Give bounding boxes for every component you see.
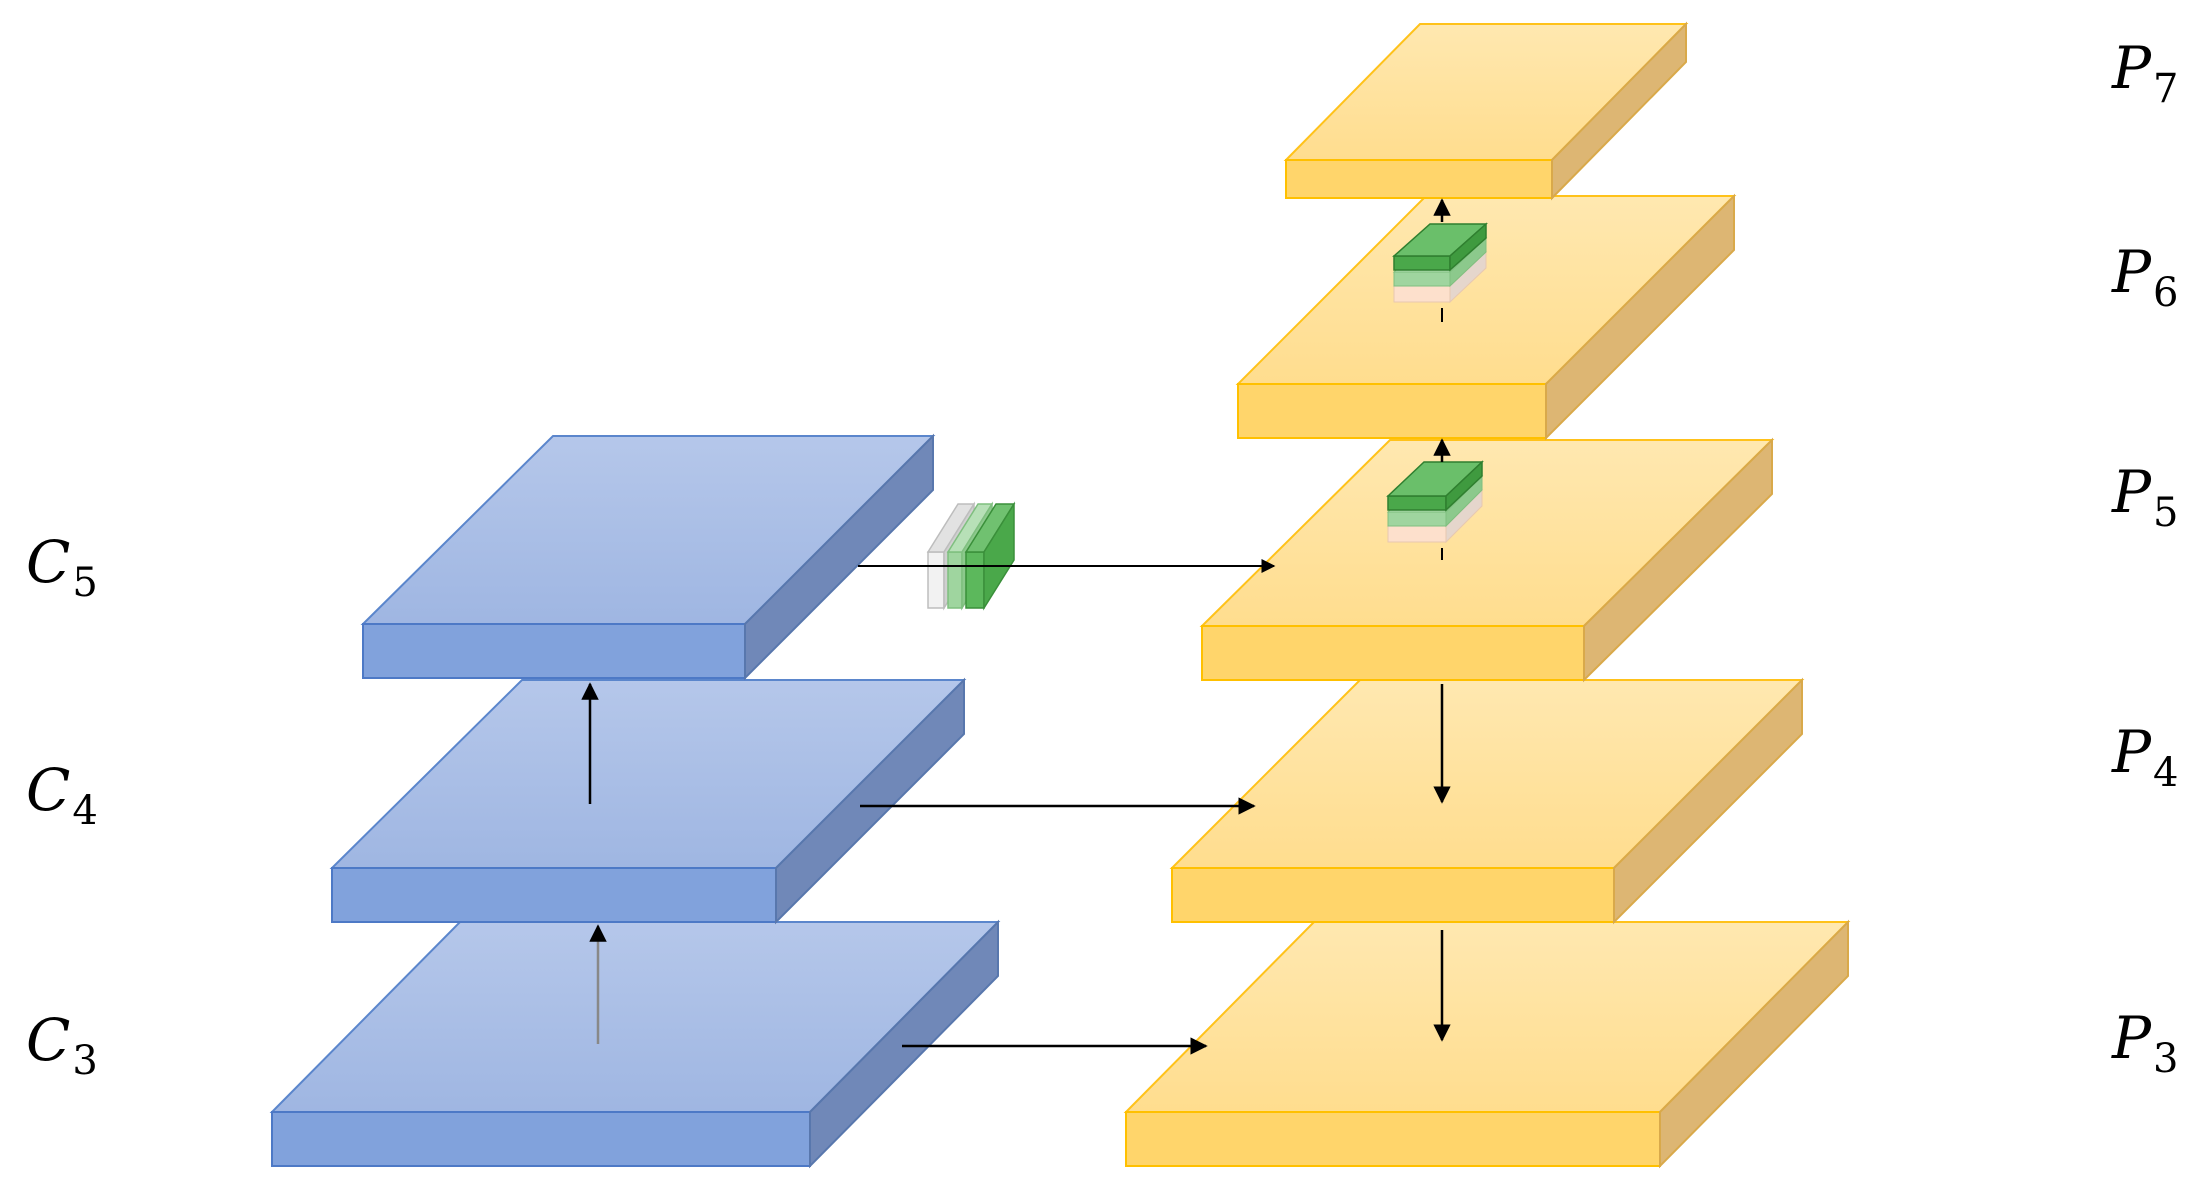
pyramid-p3-layer bbox=[1123, 919, 1851, 1169]
backbone-c5-layer bbox=[360, 433, 936, 681]
label-p7: P7 bbox=[2111, 34, 2178, 112]
label-p4: P4 bbox=[2111, 718, 2178, 796]
backbone-c4-layer bbox=[329, 677, 967, 925]
p6-to-p7-conv-block bbox=[1392, 222, 1488, 304]
label-p5: P5 bbox=[2111, 458, 2178, 536]
label-c4: C4 bbox=[26, 756, 98, 834]
label-c3: C3 bbox=[26, 1006, 98, 1084]
p5-to-p6-conv-block bbox=[1386, 460, 1484, 544]
arrows bbox=[581, 198, 1451, 1055]
backbone-c3-layer bbox=[269, 919, 1001, 1169]
pyramid-p4-layer bbox=[1169, 677, 1805, 925]
lateral-conv-block bbox=[926, 501, 1016, 611]
backbone-labels: C5 C4 C3 bbox=[26, 528, 98, 1084]
pyramid-p6-layer bbox=[1235, 193, 1737, 441]
pyramid-p7-layer bbox=[1283, 21, 1689, 201]
pyramid-p5-layer bbox=[1199, 437, 1775, 683]
label-c5: C5 bbox=[26, 528, 98, 606]
pyramid-labels: P7 P6 P5 P4 P3 bbox=[2111, 34, 2178, 1082]
label-p3: P3 bbox=[2111, 1004, 2178, 1082]
label-p6: P6 bbox=[2111, 238, 2178, 316]
